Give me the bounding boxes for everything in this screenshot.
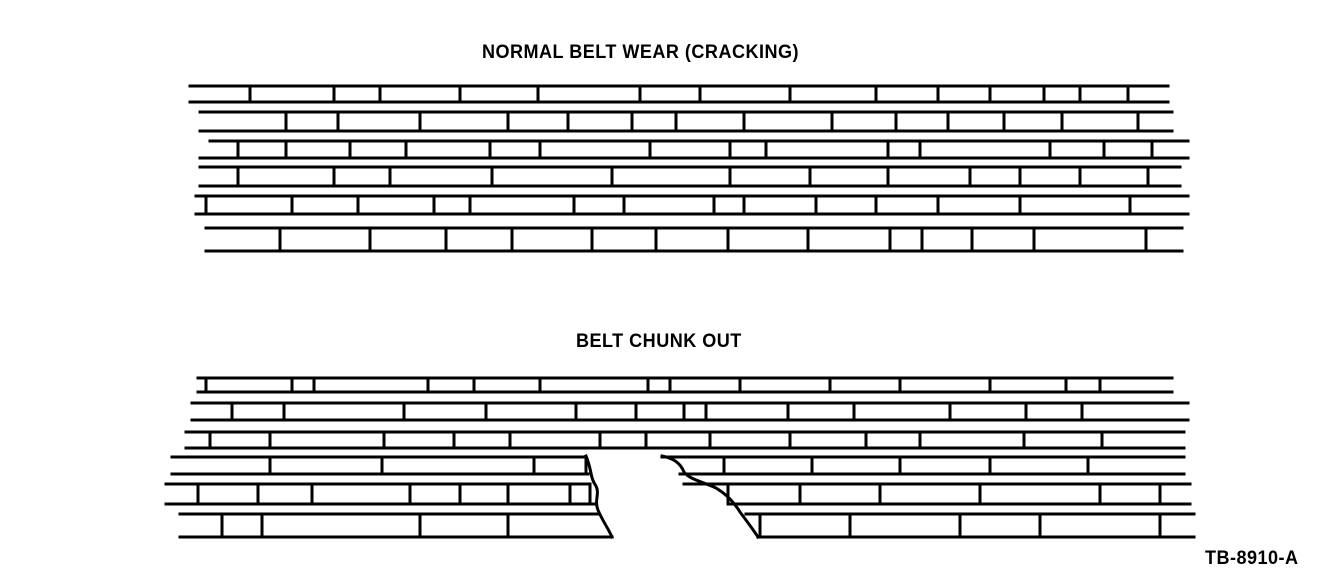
chunk-edge-left xyxy=(584,454,614,539)
normal-belt-drawing xyxy=(188,84,1190,253)
chunk-edge-right xyxy=(660,454,761,540)
normal-belt-wear-caption: NORMAL BELT WEAR (CRACKING) xyxy=(482,42,799,63)
chunk-out-belt-drawing xyxy=(164,376,1196,539)
figure-reference-id: TB-8910-A xyxy=(1205,548,1299,569)
belt-chunk-out-caption: BELT CHUNK OUT xyxy=(576,331,742,352)
